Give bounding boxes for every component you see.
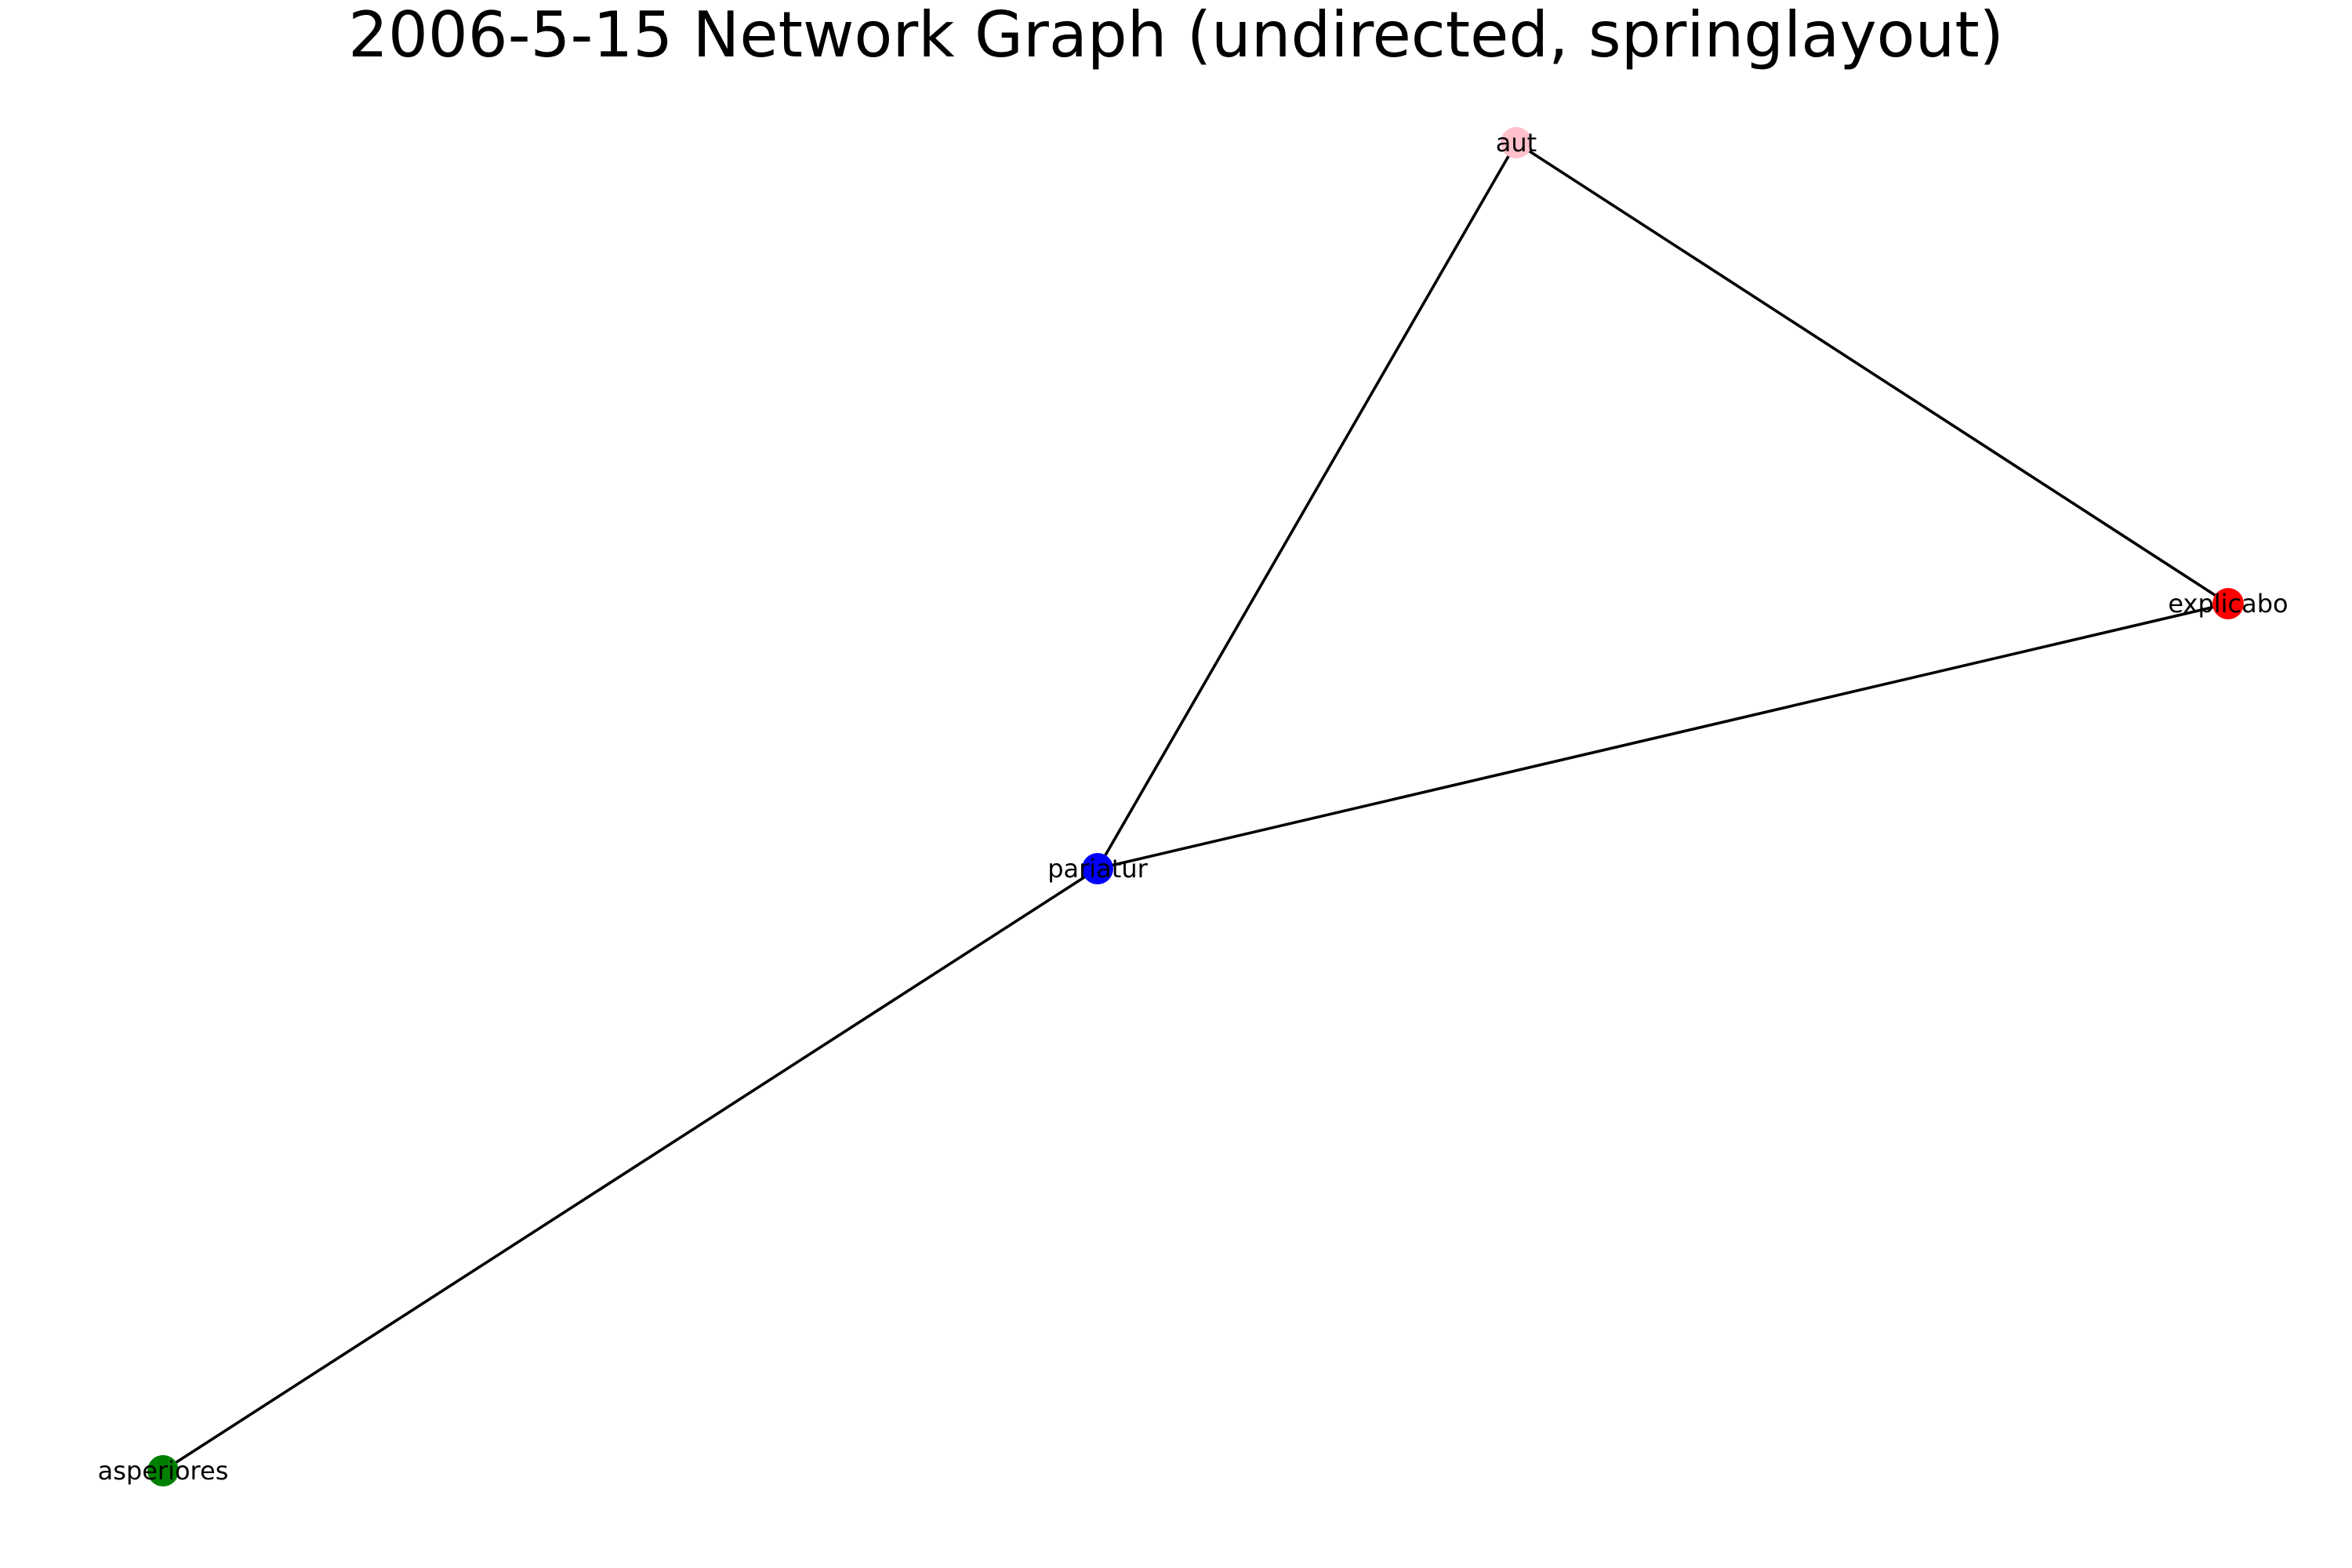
edge-pariatur-asperiores	[162, 867, 1098, 1472]
node-label-asperiores: asperiores	[98, 1456, 229, 1486]
node-aut	[1501, 127, 1532, 158]
node-asperiores	[147, 1455, 179, 1486]
graph-title: 2006-5-15 Network Graph (undirected, spr…	[348, 0, 2004, 71]
node-label-pariatur: pariatur	[1047, 854, 1148, 884]
edge-pariatur-explicabo	[1097, 602, 2229, 870]
nodes-layer	[147, 127, 2244, 1486]
node-pariatur	[1082, 853, 1113, 884]
edge-aut-pariatur	[1096, 142, 1518, 869]
node-explicabo	[2212, 588, 2244, 619]
edges-layer	[162, 141, 2229, 1472]
node-label-explicabo: explicabo	[2168, 589, 2288, 619]
labels-layer: aut explicabo pariatur asperiores	[98, 128, 2288, 1486]
node-label-aut: aut	[1496, 128, 1537, 158]
edge-aut-explicabo	[1515, 141, 2229, 605]
